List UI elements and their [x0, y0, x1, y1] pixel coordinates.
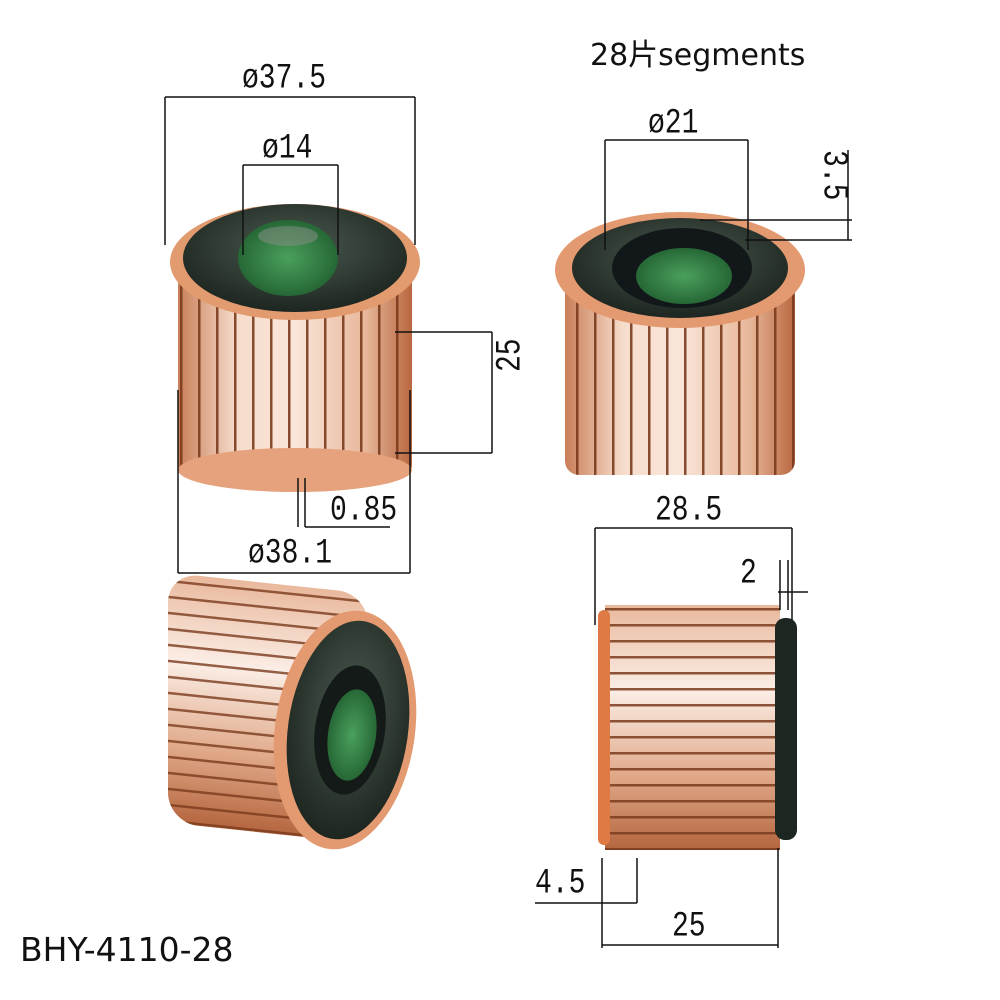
dimension-lines [164, 96, 852, 948]
length-28-5-label: 28.5 [655, 492, 723, 531]
length-25-label: 25 [672, 908, 706, 947]
height-label: 25 [492, 338, 531, 372]
hook-label: 4.5 [535, 865, 586, 904]
model-number: BHY-4110-28 [20, 930, 234, 969]
bore-diameter-label: ø21 [648, 105, 699, 144]
lip-label: 2 [740, 555, 757, 594]
segments-count-label: 28片segments [590, 38, 806, 73]
commutator-view-bottom-left [168, 575, 417, 850]
gap-label: 0.85 [330, 492, 398, 531]
outer-diameter-top-label: ø37.5 [242, 60, 327, 99]
outer-diameter-bottom-label: ø38.1 [248, 535, 333, 574]
inner-diameter-label: ø14 [262, 130, 313, 169]
commutator-view-top-left [170, 204, 420, 492]
step-label: 3.5 [813, 150, 852, 201]
commutator-view-bottom-right [598, 605, 797, 850]
commutator-view-top-right [555, 212, 805, 475]
